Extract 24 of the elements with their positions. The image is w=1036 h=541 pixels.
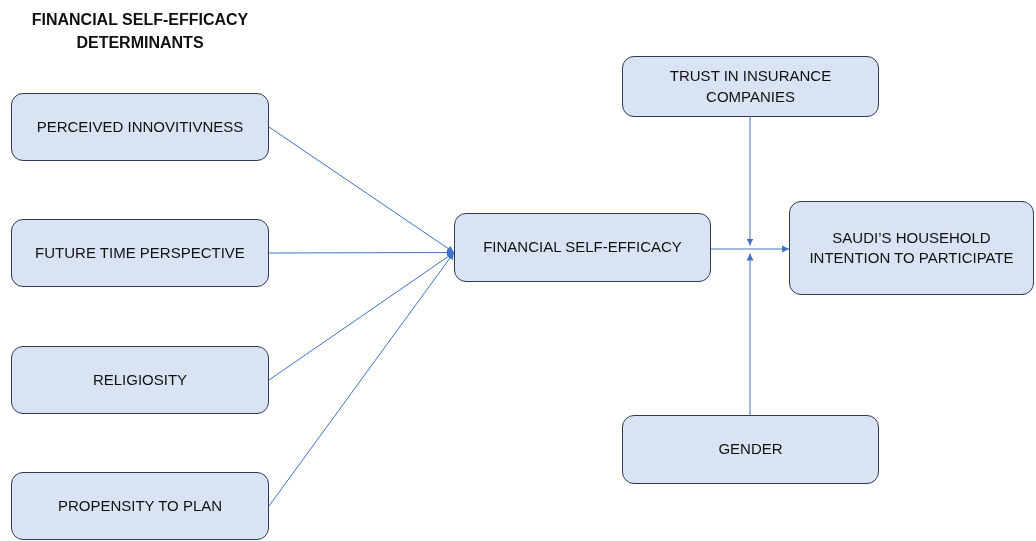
- box-label: GENDER: [718, 439, 783, 460]
- arrow: [268, 252, 455, 507]
- arrow: [746, 253, 754, 416]
- arrow: [268, 249, 455, 256]
- diagram-title: FINANCIAL SELF-EFFICACY DETERMINANTS: [30, 10, 250, 54]
- box-label: PROPENSITY TO PLAN: [57, 495, 223, 516]
- box-label: PERCEIVED INNOVITIVNESS: [36, 116, 244, 137]
- concept-box: [11, 93, 269, 161]
- arrow: [746, 116, 754, 246]
- arrow: [268, 126, 455, 253]
- concept-box: [454, 213, 711, 282]
- concept-box: [11, 219, 269, 287]
- concept-box: [789, 201, 1034, 295]
- box-label: RELIGIOSITY: [92, 369, 188, 390]
- box-label: SAUDI’S HOUSEHOLD INTENTION TO PARTICIPATE: [808, 227, 1015, 268]
- arrow: [268, 252, 455, 381]
- arrow: [710, 245, 790, 253]
- concept-box: [11, 346, 269, 414]
- box-label: FUTURE TIME PERSPECTIVE: [35, 242, 245, 263]
- concept-box: [622, 56, 879, 117]
- box-label: FINANCIAL SELF-EFFICACY: [483, 237, 682, 258]
- concept-box: [11, 472, 269, 540]
- box-label: TRUST IN INSURANCE COMPANIES: [668, 66, 833, 107]
- concept-box: [622, 415, 879, 484]
